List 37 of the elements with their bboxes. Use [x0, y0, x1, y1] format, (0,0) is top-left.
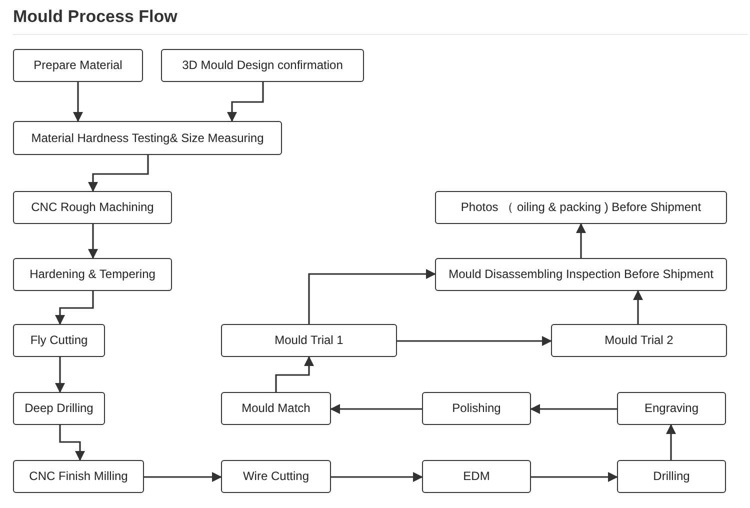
process-box: Drilling	[617, 460, 726, 493]
arrow	[55, 357, 65, 393]
arrow	[531, 472, 618, 482]
process-box: Fly Cutting	[13, 324, 105, 357]
arrow	[275, 356, 314, 392]
arrow	[530, 404, 617, 414]
arrow	[227, 82, 264, 122]
process-box: Hardening & Tempering	[13, 258, 172, 291]
diagram-title: Mould Process Flow	[13, 6, 178, 28]
arrow	[73, 82, 83, 122]
process-box: Mould Match	[221, 392, 331, 425]
arrow	[88, 224, 98, 259]
arrow	[633, 290, 643, 324]
process-box: CNC Rough Machining	[13, 191, 172, 224]
arrow	[397, 336, 552, 346]
process-box: Wire Cutting	[221, 460, 331, 493]
process-box: EDM	[422, 460, 531, 493]
process-box: Prepare Material	[13, 49, 143, 82]
arrow	[55, 291, 94, 325]
arrow	[330, 404, 422, 414]
process-box: Material Hardness Testing& Size Measuring	[13, 121, 282, 155]
process-box: Polishing	[422, 392, 531, 425]
arrow	[88, 155, 149, 192]
arrow	[59, 425, 85, 461]
arrow	[331, 472, 423, 482]
arrow	[308, 269, 436, 324]
process-box: Mould Disassembling Inspection Before Shipment	[435, 258, 727, 291]
arrow	[666, 424, 676, 460]
process-box: 3D Mould Design confirmation	[161, 49, 364, 82]
process-box: Mould Trial 1	[221, 324, 397, 357]
process-box: Engraving	[617, 392, 726, 425]
arrow	[576, 223, 586, 258]
process-box: CNC Finish Milling	[13, 460, 144, 493]
process-box: Mould Trial 2	[551, 324, 727, 357]
arrow	[144, 472, 222, 482]
process-box: Deep Drilling	[13, 392, 105, 425]
process-box: Photos （ oiling & packing ) Before Shipment	[435, 191, 727, 224]
